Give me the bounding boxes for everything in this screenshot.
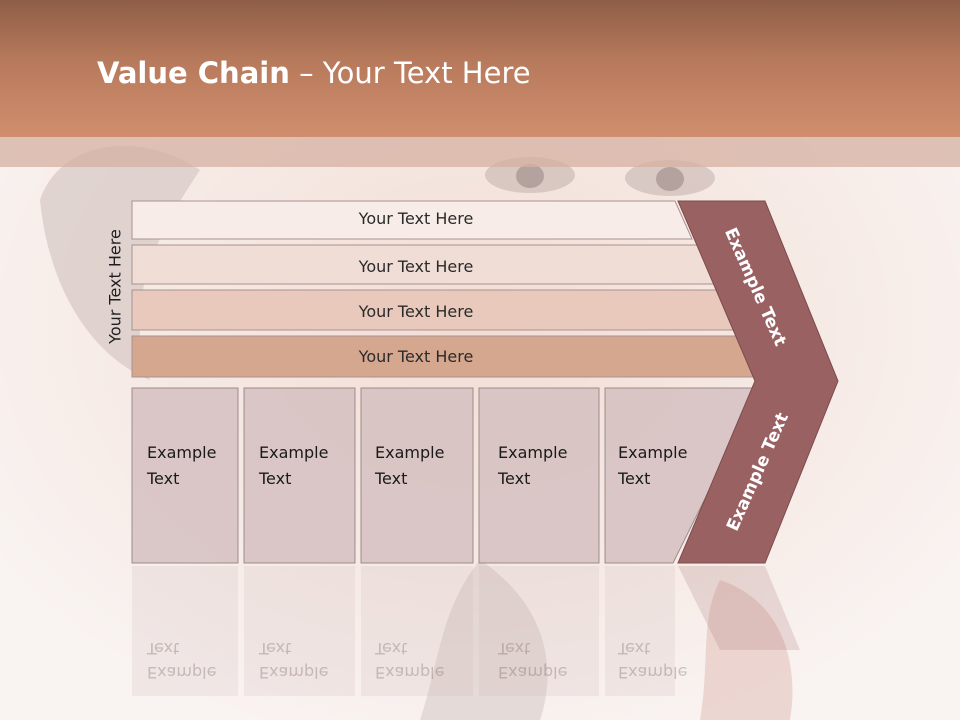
refl-4-line2: Text: [498, 639, 531, 658]
box-4: [478, 387, 600, 564]
box-1-line2: Text: [147, 469, 180, 488]
box-4-line1: Example: [498, 443, 568, 462]
refl-3-line1: Example: [375, 663, 445, 682]
box-5-line1: Example: [618, 443, 688, 462]
refl-4-line1: Example: [498, 663, 568, 682]
refl-2-line2: Text: [259, 639, 292, 658]
title-bold: Value Chain: [97, 56, 290, 90]
refl-5-line2: Text: [618, 639, 651, 658]
row-bar-1: [131, 200, 693, 240]
refl-2-line1: Example: [259, 663, 329, 682]
reflection-text-1: Example Text: [147, 636, 216, 684]
box-5-line2: Text: [618, 469, 651, 488]
header-band: [0, 137, 960, 167]
side-label-text: Your Text Here: [105, 229, 125, 344]
box-2-line2: Text: [259, 469, 292, 488]
reflection: [132, 566, 800, 696]
reflection-text-2: Example Text: [259, 636, 328, 684]
box-2-line1: Example: [259, 443, 329, 462]
row-label-4: Your Text Here: [358, 347, 474, 366]
refl-3-line2: Text: [375, 639, 408, 658]
box-3: [360, 387, 474, 564]
box-3-line1: Example: [375, 443, 445, 462]
box-3-line2: Text: [375, 469, 408, 488]
reflection-text-5: Example Text: [618, 636, 687, 684]
reflection-text-4: Example Text: [498, 636, 567, 684]
reflection-text-3: Example Text: [375, 636, 444, 684]
row-label-1: Your Text Here: [358, 209, 474, 228]
refl-1-line2: Text: [147, 639, 180, 658]
box-4-line2: Text: [498, 469, 531, 488]
box-1-line1: Example: [147, 443, 217, 462]
row-label-2: Your Text Here: [358, 257, 474, 276]
refl-1-line1: Example: [147, 663, 217, 682]
refl-5-line1: Example: [618, 663, 688, 682]
title-rest: – Your Text Here: [289, 56, 531, 90]
box-1: [131, 387, 239, 564]
box-5: [604, 387, 761, 564]
row-label-3: Your Text Here: [358, 302, 474, 321]
slide-title: Value Chain – Your Text Here: [97, 56, 531, 90]
chevron-arrow: [677, 200, 839, 564]
header-bar: [0, 0, 960, 137]
box-2: [243, 387, 356, 564]
